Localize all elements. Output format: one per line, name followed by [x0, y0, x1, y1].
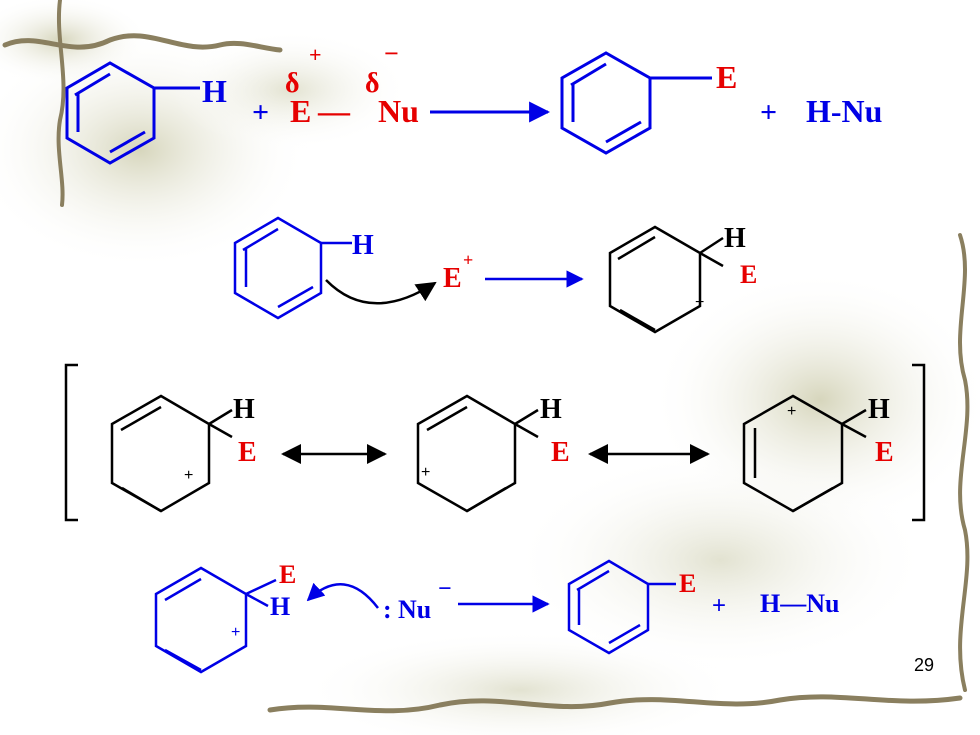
positive-charge: +	[184, 467, 193, 484]
sigma-hydrogen-label: H	[724, 223, 746, 254]
row-deprotonation: E H + : Nu − E + H—Nu	[154, 559, 839, 674]
benzene-ring-reactant	[65, 61, 200, 165]
curved-arrow-pi-attack	[325, 279, 437, 305]
electrophile-label: E	[443, 263, 462, 294]
sigma-complex	[608, 225, 724, 334]
delta-minus-symbol: δ	[365, 68, 380, 99]
ring-positive-charge: +	[231, 624, 240, 641]
vine-right	[958, 233, 970, 692]
benzene-ring	[233, 216, 352, 320]
ring-positive-charge: +	[695, 294, 704, 311]
hydrogen-label: H	[270, 592, 290, 621]
nucleophile-label: Nu	[378, 93, 419, 129]
sigma-complex	[154, 566, 277, 674]
partial-positive-sign: +	[309, 42, 322, 67]
plus-sign: +	[252, 96, 269, 129]
hydrogen-label: H	[352, 230, 374, 261]
hydrogen-label: H	[868, 394, 890, 425]
hydrogen-label: H	[202, 73, 227, 109]
partial-negative-sign: −	[384, 39, 399, 68]
plus-sign: +	[712, 592, 726, 619]
resonance-structure-2: H E +	[416, 394, 570, 513]
electrophile-label: E	[551, 437, 570, 468]
resonance-structure-1: H E +	[110, 394, 257, 513]
right-bracket	[912, 363, 926, 522]
sigma-electrophile-label: E	[740, 260, 757, 289]
positive-charge: +	[421, 464, 430, 481]
row-electrophile-attack: H E + H E +	[233, 216, 757, 334]
nucleophile-label: Nu	[398, 595, 431, 624]
vine-left	[56, 0, 66, 207]
row-overall-reaction: H + δ + δ − E — Nu E + H-Nu	[65, 39, 882, 165]
benzene-ring-product	[567, 559, 676, 655]
negative-charge: −	[438, 576, 452, 602]
byproduct-label: H—Nu	[760, 589, 839, 618]
product-electrophile-label: E	[716, 59, 737, 95]
electrophile-label: E	[238, 437, 257, 468]
positive-charge: +	[787, 403, 796, 420]
vine-bottom	[267, 694, 963, 714]
byproduct-label: H-Nu	[806, 93, 882, 129]
hydrogen-label: H	[540, 394, 562, 425]
hydrogen-label: H	[233, 394, 255, 425]
positive-charge: +	[463, 250, 473, 270]
page-number: 29	[914, 655, 934, 675]
benzene-ring-product	[560, 51, 712, 155]
electrophile-label: E	[279, 560, 296, 589]
electrophile-label: E	[290, 93, 311, 129]
bond-dash: —	[317, 93, 351, 129]
curved-arrow-deprotonation	[306, 582, 379, 609]
delta-plus-symbol: δ	[285, 68, 300, 99]
electrophile-label: E	[875, 437, 894, 468]
row-resonance-structures: H E + H E + H	[64, 363, 926, 522]
resonance-structure-3: H E +	[742, 394, 894, 513]
product-electrophile-label: E	[679, 569, 696, 598]
plus-sign: +	[760, 96, 777, 129]
lone-pair-colon: :	[383, 595, 392, 624]
left-bracket	[64, 363, 78, 522]
vine-top-left	[2, 33, 283, 53]
